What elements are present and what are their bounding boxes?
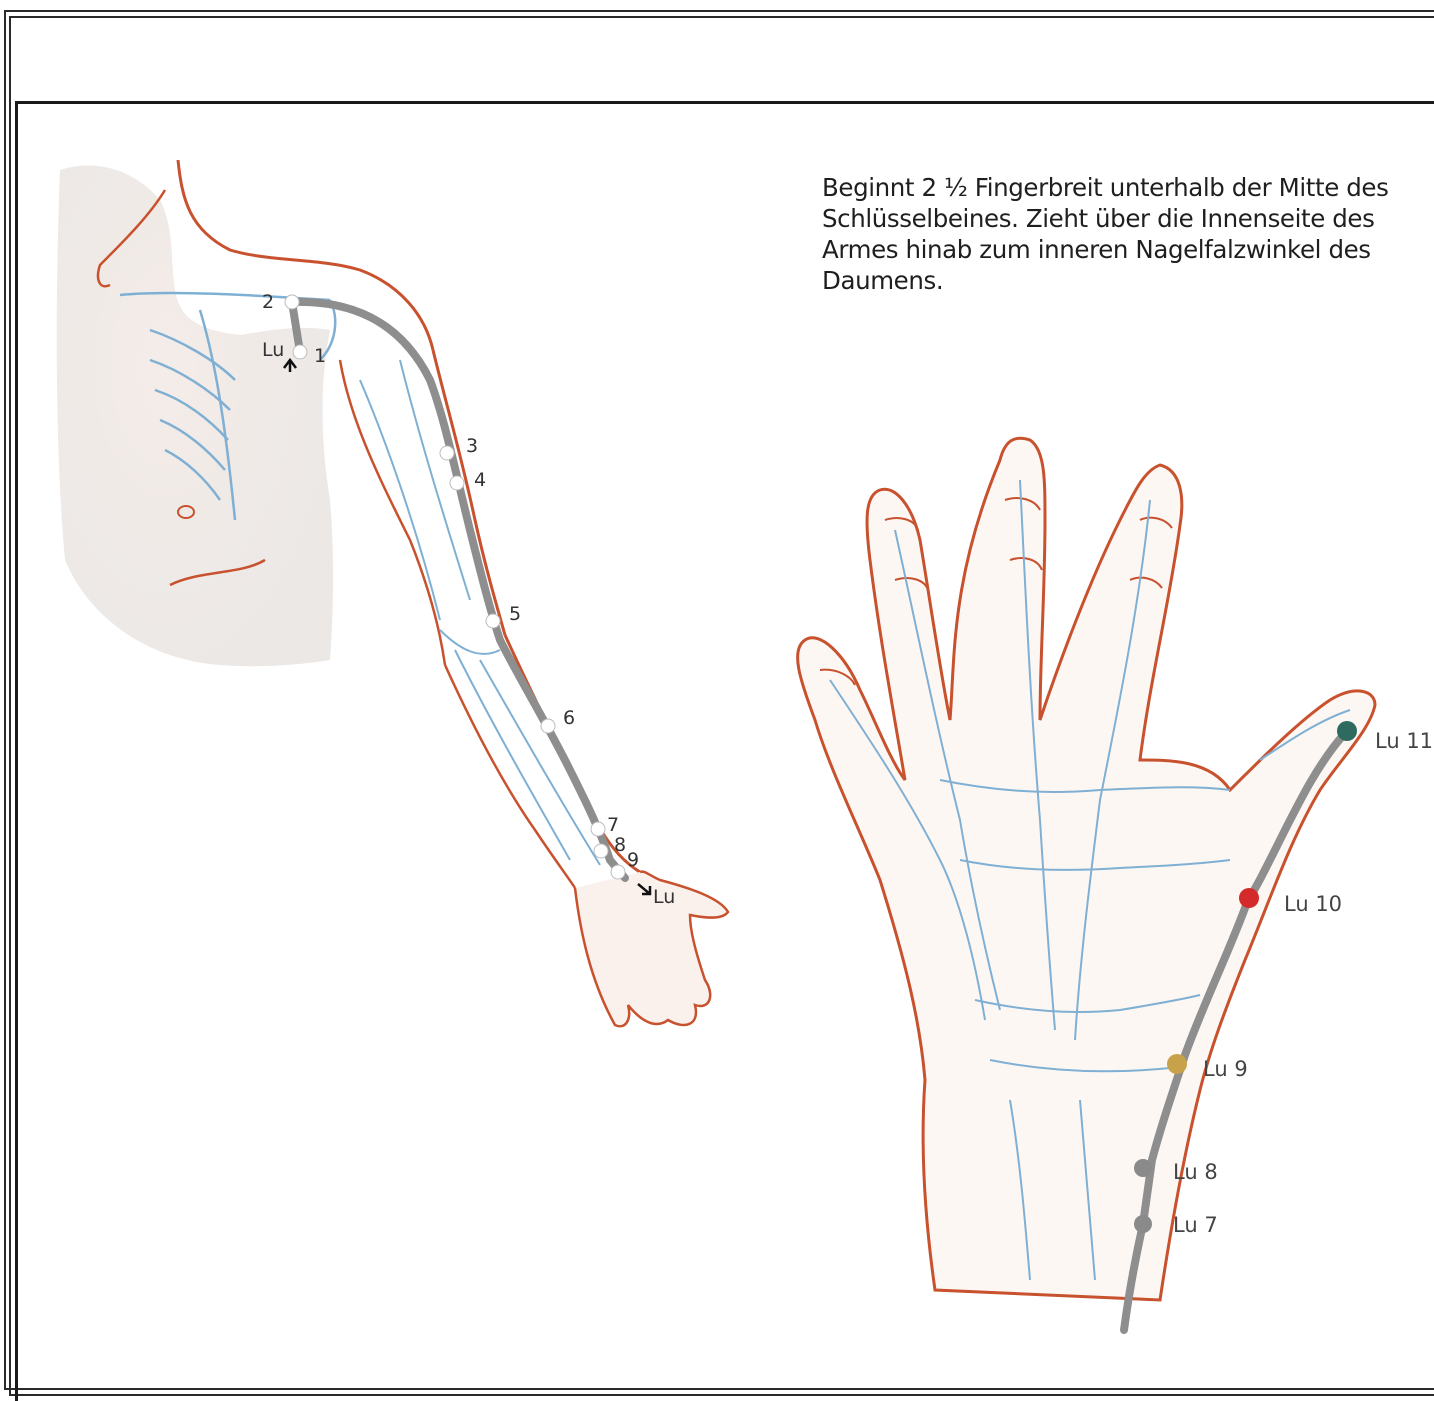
lu11-point — [1337, 721, 1357, 741]
lu7-point — [1134, 1215, 1152, 1233]
neck-outline — [178, 160, 433, 350]
lu11-label: Lu 11 — [1375, 729, 1433, 753]
arm-point-label-9: 9 — [627, 849, 639, 871]
arm-point-4 — [450, 476, 464, 490]
arm-point-6 — [541, 719, 555, 733]
arm-acupoints — [285, 295, 625, 879]
arm-point-label-4: 4 — [474, 469, 486, 491]
upper-arm-outer — [433, 350, 505, 635]
arm-point-2 — [285, 295, 299, 309]
meridian-illustration: 2 1 Lu 3 4 5 6 7 8 9 Lu — [0, 0, 1434, 1371]
arm-point-label-3: 3 — [466, 435, 478, 457]
arm-point-label-8: 8 — [614, 834, 626, 856]
arm-point-5 — [486, 614, 500, 628]
arm-point-label-7: 7 — [607, 814, 619, 836]
small-hand-outline — [575, 872, 728, 1027]
arm-point-7 — [591, 822, 605, 836]
arm-point-8 — [594, 844, 608, 858]
arm-end-label: Lu — [653, 886, 675, 908]
lu10-label: Lu 10 — [1284, 892, 1342, 916]
lu10-point — [1239, 888, 1259, 908]
arm-point-1 — [293, 345, 307, 359]
arm-meridian-line — [292, 302, 625, 878]
lu8-label: Lu 8 — [1173, 1160, 1218, 1184]
arm-point-label-5: 5 — [509, 603, 521, 625]
lu8-point — [1134, 1159, 1152, 1177]
arm-figure: 2 1 Lu 3 4 5 6 7 8 9 Lu — [57, 160, 728, 1026]
upper-arm-inner — [340, 360, 445, 665]
arm-point-9 — [611, 865, 625, 879]
arm-point-label-6: 6 — [563, 707, 575, 729]
lu9-label: Lu 9 — [1203, 1057, 1248, 1081]
arm-start-label: Lu — [262, 339, 284, 361]
arm-vessel-lines — [360, 360, 600, 865]
lu7-label: Lu 7 — [1173, 1213, 1218, 1237]
lu9-point — [1167, 1054, 1187, 1074]
arm-point-3 — [440, 446, 454, 460]
hand-figure: Lu 11 Lu 10 Lu 9 Lu 8 Lu 7 — [798, 438, 1433, 1330]
forearm-inner — [445, 665, 575, 888]
torso-shape — [57, 165, 333, 666]
arm-point-label-2: 2 — [262, 291, 274, 313]
arm-point-label-1: 1 — [314, 345, 326, 367]
